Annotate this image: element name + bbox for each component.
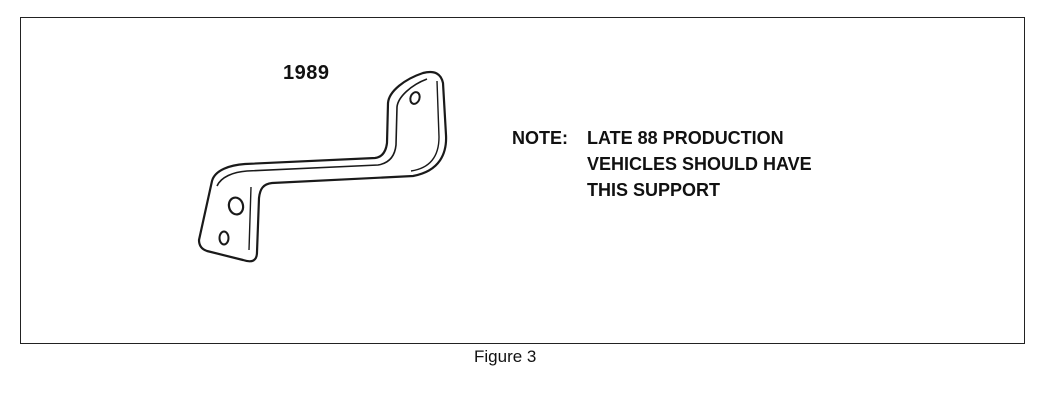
note-text: LATE 88 PRODUCTION VEHICLES SHOULD HAVE … xyxy=(587,125,812,203)
bracket-hole-bottom xyxy=(218,230,230,246)
support-bracket-illustration xyxy=(197,70,448,263)
bracket-lower-edge xyxy=(248,186,252,251)
year-label: 1989 xyxy=(283,62,330,84)
figure-frame xyxy=(20,17,1025,344)
note-line: THIS SUPPORT xyxy=(587,180,721,200)
bracket-hole-top xyxy=(409,91,421,105)
bracket-outline xyxy=(197,70,448,263)
note-line: LATE 88 PRODUCTION xyxy=(587,128,784,148)
bracket-hole-left xyxy=(227,196,245,216)
figure-caption: Figure 3 xyxy=(474,347,537,366)
bracket-flange-line xyxy=(216,78,428,187)
note-label: NOTE: xyxy=(512,128,568,148)
bracket-inner-edge xyxy=(410,80,440,172)
note-line: VEHICLES SHOULD HAVE xyxy=(587,154,812,174)
